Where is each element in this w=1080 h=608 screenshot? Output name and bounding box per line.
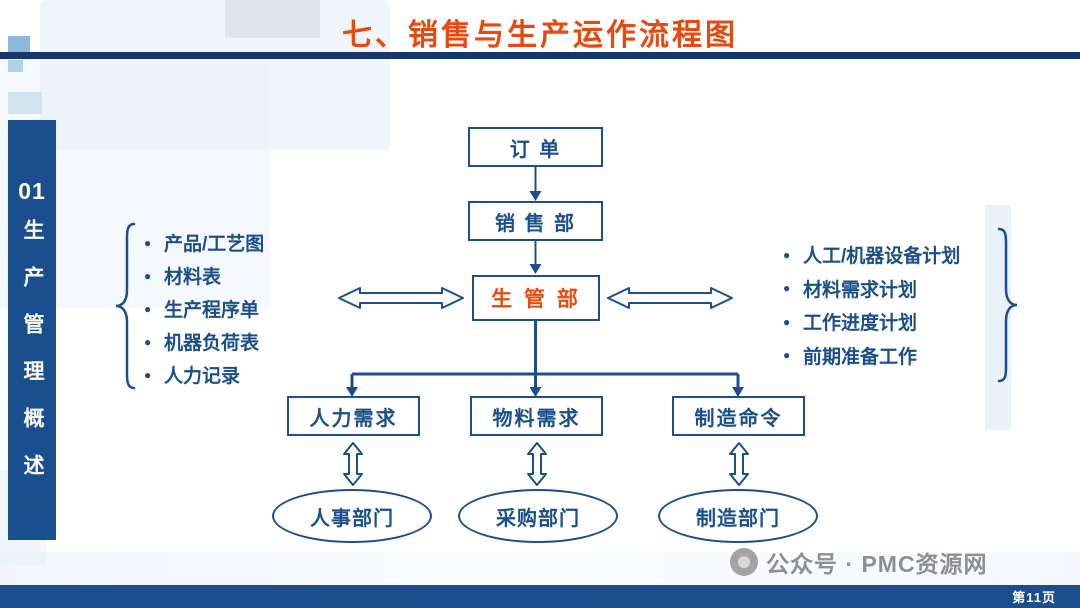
flow-box-order: 订 单	[468, 127, 603, 167]
list-item-label: 前期准备工作	[803, 346, 918, 368]
list-item: 生产程序单	[144, 292, 264, 325]
bullet-icon	[144, 237, 164, 249]
ellipse-manufacturing-department: 制造部门	[658, 489, 818, 543]
bullet-icon	[144, 270, 164, 282]
bullet-icon	[144, 303, 164, 315]
bullet-icon	[783, 349, 803, 361]
flow-box-material-demand: 物料需求	[470, 396, 603, 436]
ellipse-purchasing-department: 采购部门	[458, 489, 618, 543]
double-arrow-left-icon	[338, 287, 464, 309]
section-number: 01	[18, 178, 46, 204]
list-item-label: 生产程序单	[164, 300, 260, 321]
list-item: 产品/工艺图	[144, 226, 264, 259]
footer-bar: 第11页	[0, 585, 1080, 608]
list-item-label: 工作进度计划	[803, 313, 918, 335]
list-item: 前期准备工作	[783, 339, 960, 373]
double-arrow-mfg-dept-icon	[729, 442, 749, 486]
arrow-sales-to-prodmgmt	[529, 241, 542, 274]
bullet-icon	[783, 249, 803, 261]
flow-box-production-mgmt-dept: 生 管 部	[472, 275, 600, 321]
left-output-list: 产品/工艺图 材料表 生产程序单 机器负荷表 人力记录	[144, 226, 264, 391]
list-item: 人工/机器设备计划	[783, 238, 960, 272]
double-arrow-hr-dept-icon	[343, 442, 363, 486]
sidebar-section-tab: 01 生产管理概述	[8, 120, 56, 540]
flow-box-manufacturing-order: 制造命令	[672, 396, 805, 436]
list-item: 工作进度计划	[783, 305, 960, 339]
right-brace-icon	[997, 227, 1018, 383]
list-item: 人力记录	[144, 358, 264, 391]
list-item-label: 材料表	[164, 267, 222, 288]
page-title: 七、销售与生产运作流程图	[342, 19, 738, 52]
list-item: 材料需求计划	[783, 272, 960, 306]
flow-box-sales-dept: 销 售 部	[468, 201, 603, 241]
bullet-icon	[783, 282, 803, 294]
right-plan-list: 人工/机器设备计划 材料需求计划 工作进度计划 前期准备工作	[783, 238, 960, 372]
left-brace-icon	[115, 222, 136, 390]
header-divider	[0, 52, 1080, 59]
list-item-label: 人力记录	[164, 366, 241, 387]
bullet-icon	[783, 316, 803, 328]
double-arrow-purchase-dept-icon	[527, 442, 547, 486]
wechat-account-logo-icon	[730, 548, 758, 576]
section-label: 生产管理概述	[21, 219, 44, 501]
flow-box-labor-demand: 人力需求	[287, 396, 420, 436]
list-item-label: 产品/工艺图	[164, 234, 265, 255]
double-arrow-right-icon	[607, 287, 733, 309]
watermark: 公众号 · PMC资源网	[730, 545, 988, 579]
list-item-label: 材料需求计划	[803, 279, 918, 301]
bullet-icon	[144, 369, 164, 381]
list-item-label: 机器负荷表	[164, 333, 260, 354]
list-item: 机器负荷表	[144, 325, 264, 358]
watermark-text: 公众号 · PMC资源网	[766, 551, 988, 577]
ellipse-hr-department: 人事部门	[272, 489, 432, 543]
list-item: 材料表	[144, 259, 264, 292]
page-number: 第11页	[1012, 590, 1056, 605]
bullet-icon	[144, 336, 164, 348]
arrow-order-to-sales	[529, 167, 542, 201]
list-item-label: 人工/机器设备计划	[803, 246, 961, 268]
connector-prodmgmt-to-demand-boxes	[346, 321, 744, 397]
